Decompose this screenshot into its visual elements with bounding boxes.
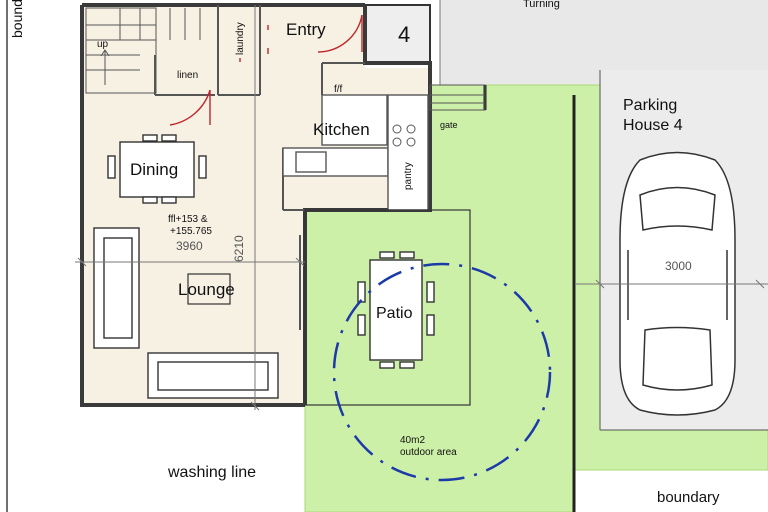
- turning-label: Turning: [523, 0, 560, 10]
- sofa: [93, 227, 140, 349]
- dimension-lines: [75, 5, 768, 411]
- laundry-label: laundry: [235, 22, 246, 55]
- dimension-3960: 3960: [176, 239, 203, 253]
- gate-label: gate: [440, 120, 458, 130]
- up-label: up: [97, 39, 109, 50]
- kitchen-bench: [282, 94, 429, 211]
- patio-table: [357, 251, 435, 369]
- boundary-bottom-label: boundary: [657, 489, 720, 506]
- dimension-6210: 6210: [232, 235, 246, 262]
- ffl-label-line1: ffl+153 &: [168, 214, 208, 225]
- coffee-table: [187, 273, 231, 305]
- patio-area: [304, 209, 471, 406]
- cooktop: [392, 124, 416, 147]
- side-lawn: [575, 95, 600, 430]
- lounge-label: Lounge: [178, 280, 235, 299]
- parking-label-line1: Parking: [623, 97, 677, 114]
- door-swings: [169, 14, 363, 126]
- dimension-3000: 3000: [665, 259, 692, 273]
- unit-number-box: [364, 4, 431, 64]
- patio-label: Patio: [376, 305, 413, 322]
- ff-label: f/f: [334, 84, 343, 95]
- outdoor-area-circle: [332, 262, 552, 482]
- parking-label-line2: House 4: [623, 117, 683, 134]
- kitchen-label: Kitchen: [313, 120, 370, 139]
- ffl-label-line2: +155.765: [170, 226, 212, 237]
- linen-label: linen: [177, 70, 198, 81]
- staircase: [85, 7, 201, 94]
- outdoor-area-line1: 40m2: [400, 435, 425, 446]
- pantry-label: pantry: [403, 162, 414, 190]
- gate: [429, 84, 486, 111]
- dining-table: [107, 134, 207, 204]
- washing-line-label: washing line: [167, 464, 256, 481]
- boundary-left-label: boundary: [9, 0, 25, 38]
- house-number-label: 4: [398, 22, 410, 47]
- outdoor-area-line2: outdoor area: [400, 447, 457, 458]
- interior-walls: [154, 5, 365, 211]
- dining-label: Dining: [130, 160, 178, 179]
- sofa-bottom: [147, 352, 279, 399]
- entry-label: Entry: [286, 20, 326, 39]
